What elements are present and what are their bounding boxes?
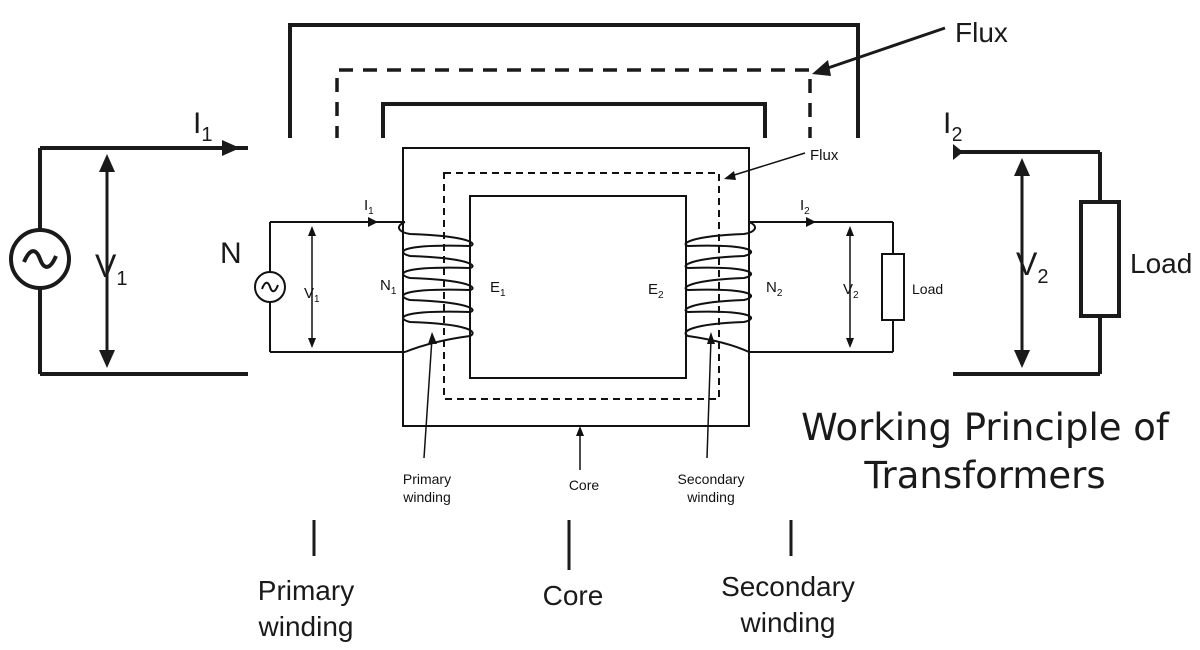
- fg-flux-label: Flux: [810, 147, 839, 164]
- fg-e1-label: E1: [490, 279, 506, 299]
- fg-secondary-winding-label-2: winding: [686, 489, 734, 505]
- fg-secondary-pointer-head: [707, 332, 715, 344]
- fg-n1-label: N1: [380, 277, 397, 297]
- bg-v1-label: V1: [95, 248, 127, 290]
- bg-core-outer: [288, 23, 860, 140]
- bg-i1-arrow-icon: [222, 140, 240, 156]
- bg-flux-label: Flux: [955, 17, 1008, 48]
- bg-flux-arrow-head: [812, 60, 831, 76]
- fg-core-label: Core: [569, 477, 600, 493]
- title-line-2: Transformers: [864, 454, 1106, 497]
- title-line-1: Working Principle of: [801, 406, 1169, 449]
- bg-core-label: Core: [543, 580, 604, 611]
- fg-core-pointer-head: [576, 426, 584, 436]
- fg-panel: [248, 138, 953, 520]
- fg-v1-label: V1: [304, 285, 320, 305]
- fg-core-outer: [402, 147, 750, 427]
- fg-ac-sine-icon: [261, 281, 279, 293]
- fg-i1-label: I1: [364, 197, 374, 217]
- bg-load-resistor-icon: [1079, 200, 1121, 318]
- fg-primary-winding-label-2: winding: [402, 489, 450, 505]
- bg-primary-winding-label-2: winding: [258, 611, 354, 642]
- fg-load-label: Load: [912, 281, 943, 297]
- fg-flux-arrow-line: [730, 152, 806, 177]
- fg-flux-path: [443, 172, 720, 400]
- fg-v2-arrow-bottom: [846, 338, 854, 348]
- bg-i2-arrow-icon: [953, 144, 963, 160]
- bg-core-inner: [381, 102, 767, 140]
- bg-v2-arrow-bottom: [1014, 350, 1030, 368]
- bg-flux-arrow-line: [821, 26, 946, 72]
- fg-primary-coil-icon: [398, 221, 474, 353]
- page-title: Working Principle of Transformers: [770, 404, 1200, 500]
- bg-secondary-winding-label-1: Secondary: [721, 571, 855, 602]
- fg-v1-arrow-top: [308, 226, 316, 236]
- bg-load-label: Load: [1130, 248, 1192, 279]
- bg-secondary-winding-label-2: winding: [740, 607, 836, 638]
- fg-e2-label: E2: [648, 281, 664, 301]
- bg-v1-arrow-top: [99, 154, 115, 172]
- fg-i1-arrow-icon: [368, 217, 378, 227]
- bg-v1-arrow-bottom: [99, 350, 115, 368]
- fg-secondary-coil-icon: [684, 221, 756, 353]
- bg-i2-label: I2: [943, 107, 962, 146]
- bg-i1-label: I1: [193, 107, 212, 146]
- fg-load-resistor-icon: [881, 253, 905, 321]
- bg-flux-path: [335, 68, 812, 140]
- fg-primary-pointer-line: [423, 337, 433, 459]
- bg-n-partial-label: N: [220, 237, 242, 270]
- fg-i2-arrow-icon: [806, 217, 816, 227]
- fg-primary-pointer-head: [428, 332, 437, 344]
- fg-v2-label: V2: [843, 281, 859, 301]
- fg-secondary-winding-label-1: Secondary: [678, 471, 745, 487]
- bg-v2-label: V2: [1016, 246, 1048, 288]
- fg-n2-label: N2: [766, 279, 783, 299]
- fg-flux-arrow-head: [724, 171, 736, 180]
- fg-secondary-pointer-line: [706, 337, 712, 459]
- fg-v2-arrow-top: [846, 226, 854, 236]
- bg-primary-winding-label-1: Primary: [258, 575, 354, 606]
- bg-ac-sine-icon: [22, 249, 58, 269]
- fg-v1-arrow-bottom: [308, 338, 316, 348]
- bg-v2-arrow-top: [1014, 158, 1030, 176]
- fg-i2-label: I2: [800, 197, 810, 217]
- fg-primary-winding-label-1: Primary: [403, 471, 451, 487]
